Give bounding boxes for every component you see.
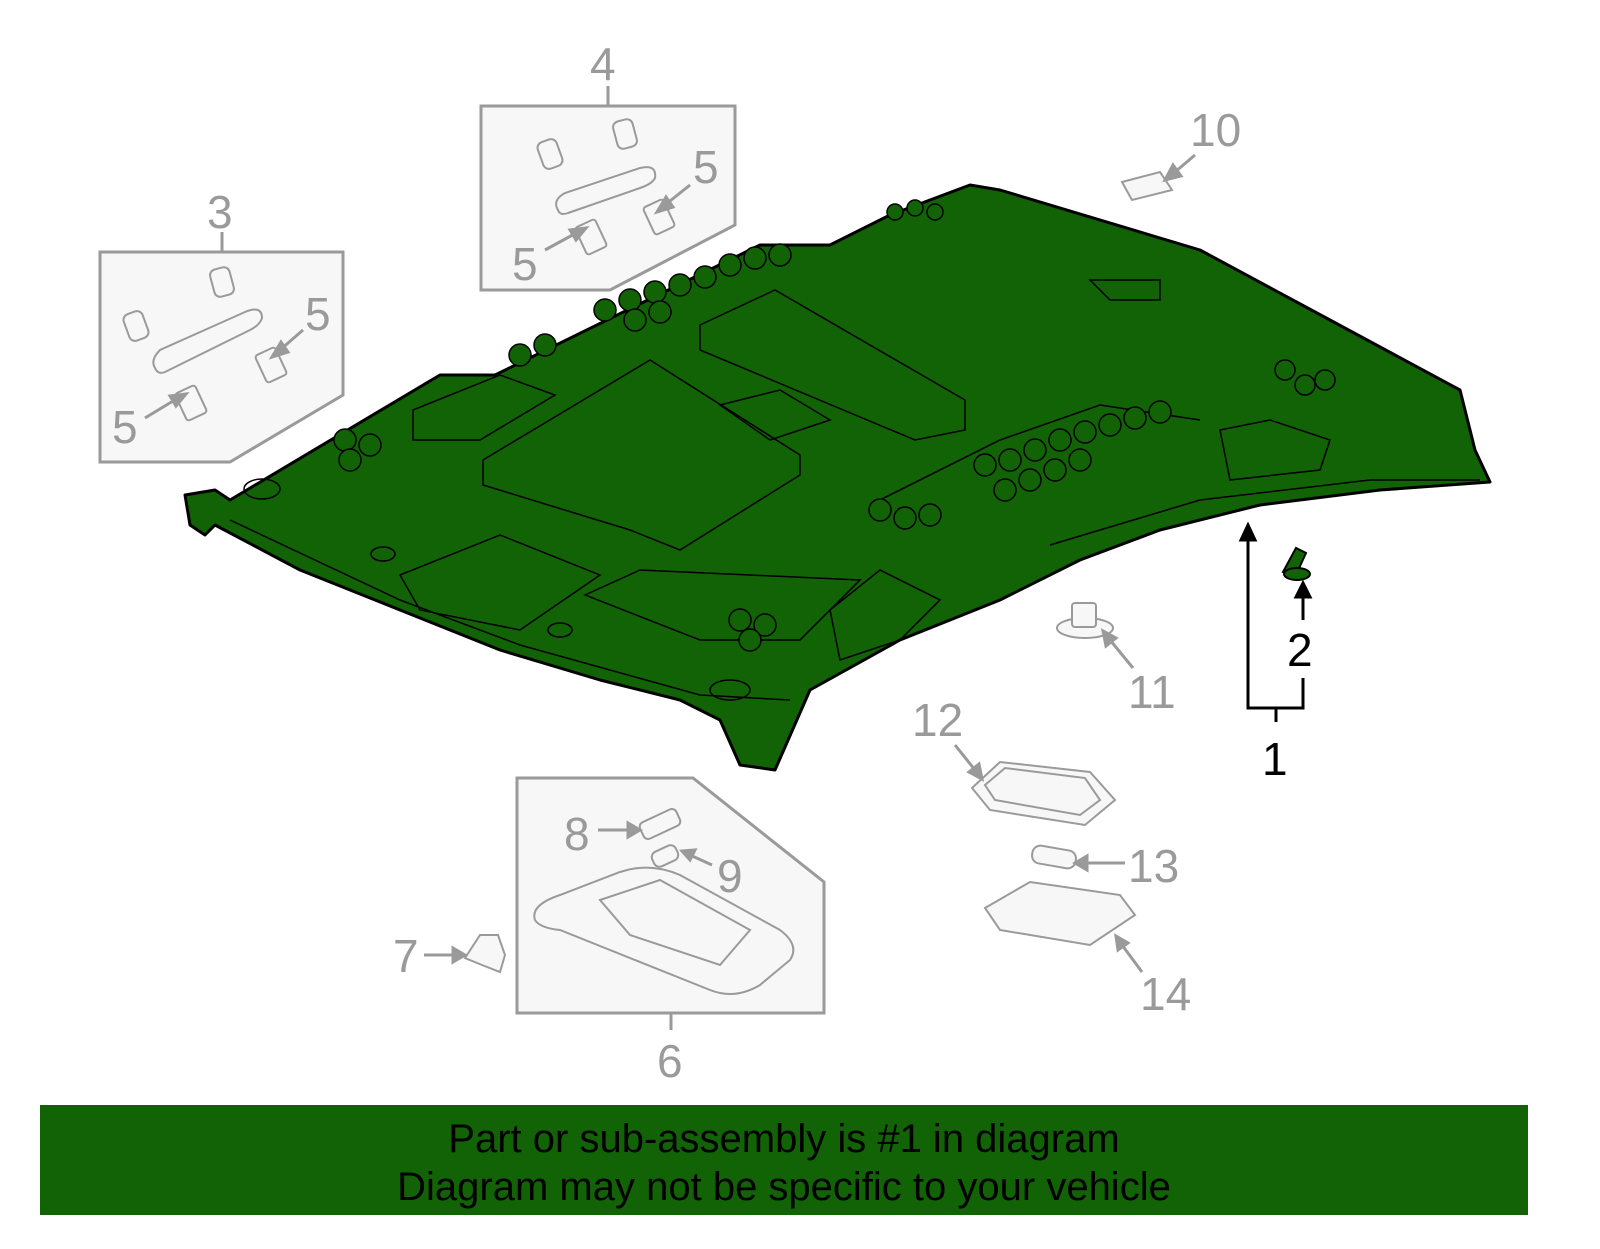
kit-box-3[interactable]	[98, 232, 345, 464]
callout-7[interactable]: 7	[393, 930, 419, 982]
part-13-bulb[interactable]	[1031, 844, 1077, 870]
part-2-clip[interactable]	[1281, 546, 1311, 581]
callout-11[interactable]: 11	[1128, 666, 1176, 718]
callout-1[interactable]: 1	[1262, 733, 1288, 785]
leader-lines	[424, 153, 1196, 973]
callout-14[interactable]: 14	[1140, 968, 1191, 1020]
part-14-lens[interactable]	[983, 880, 1137, 947]
callout-2[interactable]: 2	[1287, 624, 1313, 676]
part-10-clip[interactable]	[1120, 170, 1174, 202]
clip-bosses	[333, 199, 1336, 652]
kit-box-6[interactable]	[515, 776, 826, 1030]
callout-3[interactable]: 3	[207, 186, 233, 238]
leader-lines-active	[1238, 521, 1313, 722]
callout-13[interactable]: 13	[1128, 840, 1179, 892]
callout-9[interactable]: 9	[717, 850, 743, 902]
headliner-part-1[interactable]	[183, 183, 1492, 772]
kit-box-4[interactable]	[479, 86, 737, 292]
info-banner: Part or sub-assembly is #1 in diagram Di…	[40, 1105, 1528, 1215]
callout-12[interactable]: 12	[912, 694, 963, 746]
part-12-lamp[interactable]	[970, 760, 1117, 827]
banner-line-1: Part or sub-assembly is #1 in diagram	[448, 1117, 1120, 1161]
callout-8[interactable]: 8	[564, 808, 590, 860]
part-7-clip[interactable]	[463, 934, 507, 974]
callout-5d[interactable]: 5	[512, 238, 538, 290]
callout-4[interactable]: 4	[590, 38, 616, 90]
callout-labels: 1 2 3 4 5 5 5 5 6 7 8 9 10 11 12 13 14	[112, 38, 1313, 1087]
callout-5c[interactable]: 5	[693, 141, 719, 193]
callout-5b[interactable]: 5	[112, 401, 138, 453]
callout-6[interactable]: 6	[657, 1035, 683, 1087]
callout-10[interactable]: 10	[1190, 104, 1241, 156]
banner-line-2: Diagram may not be specific to your vehi…	[397, 1165, 1171, 1209]
part-11-retainer[interactable]	[1056, 602, 1114, 639]
callout-5a[interactable]: 5	[305, 288, 331, 340]
